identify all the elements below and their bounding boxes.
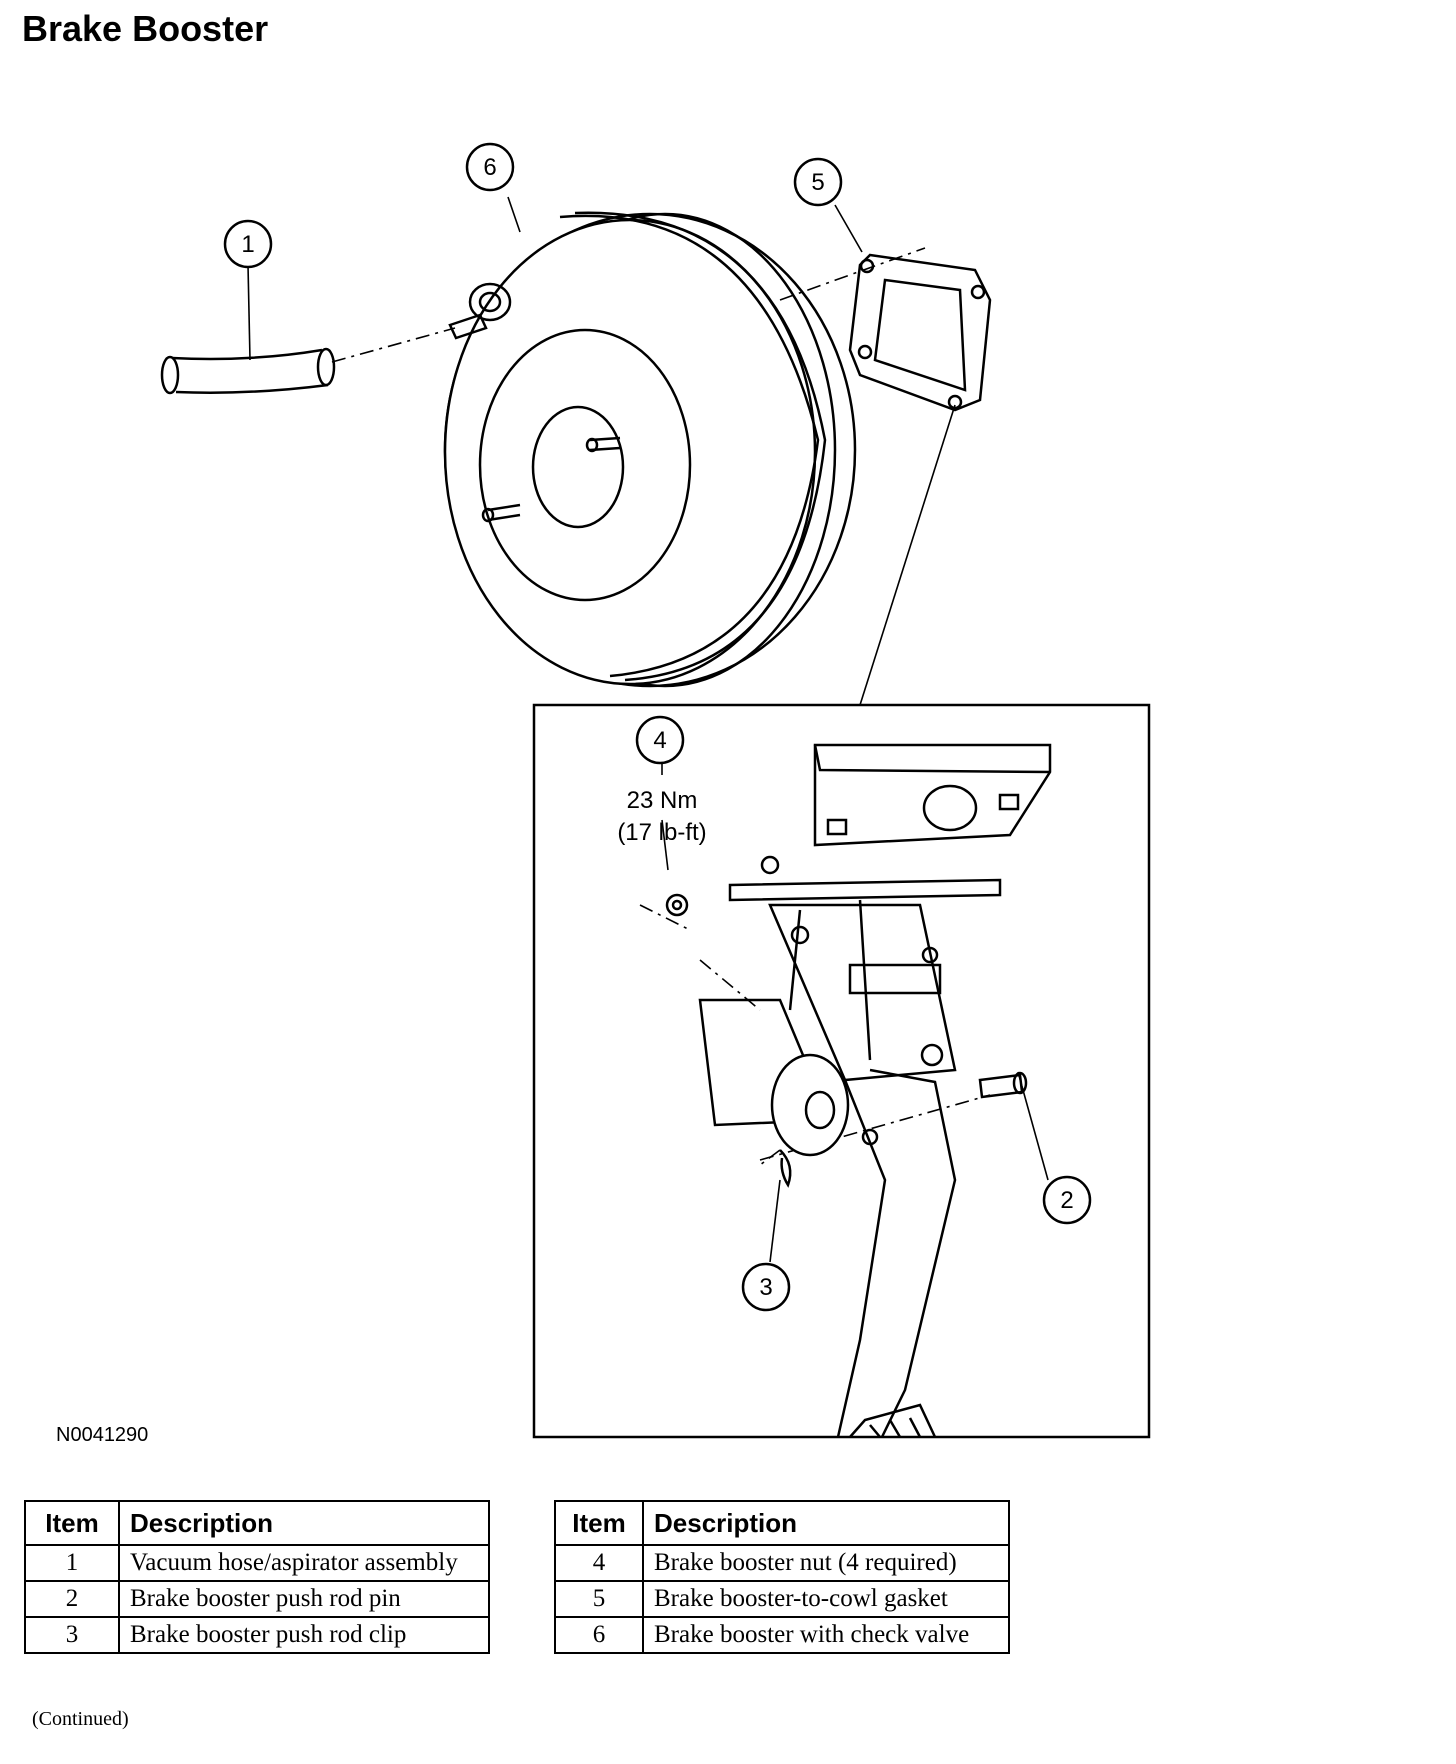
brake-pedal-bracket-drawing [665,743,1052,1438]
callout-label-3: 3 [759,1274,772,1301]
header-description: Description [118,1500,490,1546]
header-item: Item [24,1500,120,1546]
figure-id: N0041290 [56,1424,149,1446]
item-number: 3 [24,1616,120,1654]
table-row: 2 Brake booster push rod pin [24,1580,490,1618]
callout-5 [793,157,843,207]
item-description: Brake booster with check valve [642,1616,1010,1654]
vacuum-hose-drawing [160,347,336,395]
callout-label-4: 4 [653,727,666,754]
table-header-row: Item Description [24,1500,490,1546]
callout-4 [635,715,685,765]
item-description: Brake booster-to-cowl gasket [642,1580,1010,1618]
callout-1 [223,219,273,269]
header-item: Item [554,1500,644,1546]
item-number: 5 [554,1580,644,1618]
item-number: 4 [554,1544,644,1582]
callout-label-2: 2 [1060,1187,1073,1214]
items-table-right: Item Description 4 Brake booster nut (4 … [554,1500,1010,1654]
callout-2 [1042,1175,1092,1225]
torque-spec-nm: 23 Nm [627,787,698,814]
table-header-row: Item Description [554,1500,1010,1546]
table-row: 4 Brake booster nut (4 required) [554,1544,1010,1582]
gasket-drawing [848,253,992,412]
callout-3 [741,1262,791,1312]
item-description: Brake booster nut (4 required) [642,1544,1010,1582]
table-row: 1 Vacuum hose/aspirator assembly [24,1544,490,1582]
continued-note: (Continued) [32,1708,129,1730]
header-description: Description [642,1500,1010,1546]
item-number: 1 [24,1544,120,1582]
page-title: Brake Booster [22,8,269,49]
callout-label-5: 5 [811,169,824,196]
item-number: 2 [24,1580,120,1618]
table-row: 5 Brake booster-to-cowl gasket [554,1580,1010,1618]
item-description: Brake booster push rod pin [118,1580,490,1618]
items-table-left: Item Description 1 Vacuum hose/aspirator… [24,1500,490,1654]
callout-label-6: 6 [483,154,496,181]
item-description: Vacuum hose/aspirator assembly [118,1544,490,1582]
table-row: 3 Brake booster push rod clip [24,1616,490,1654]
torque-spec-lbft: (17 lb-ft) [617,819,706,846]
item-number: 6 [554,1616,644,1654]
table-row: 6 Brake booster with check valve [554,1616,1010,1654]
callout-6 [465,142,515,192]
callout-markers [223,142,1092,1312]
brake-booster-drawing [443,211,857,688]
exploded-view-illustration: 1 2 3 4 5 6 23 Nm (17 lb-ft) [160,142,1151,1439]
callout-label-1: 1 [241,231,254,258]
inset-frame [532,703,1151,1439]
item-description: Brake booster push rod clip [118,1616,490,1654]
